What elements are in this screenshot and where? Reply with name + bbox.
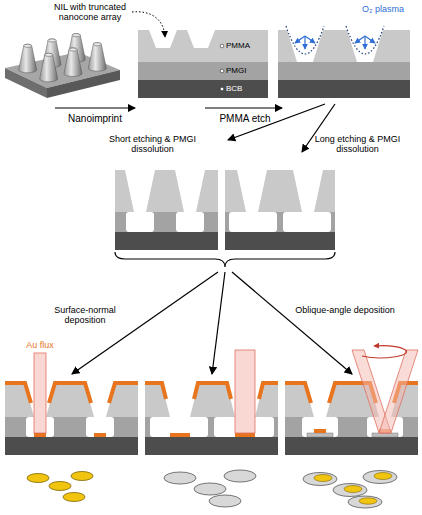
undercut-cavity [86,417,114,437]
layer-label: BCB [226,84,266,93]
nanocone [64,48,82,77]
au-flux-beam [379,350,418,433]
bcb-layer [225,232,335,250]
layer-label: PMGI [226,66,266,75]
undercut-cavity [229,212,277,232]
gold-deposit [372,433,398,437]
nil-stamp [5,34,120,98]
layer-marker [220,44,224,48]
plasma-arrow [365,36,375,43]
normal-deposition-long [145,350,278,455]
layer-marker [220,87,224,91]
bcb-layer [115,232,218,250]
gold-deposit [34,433,46,437]
pmgi-layer [138,62,268,80]
step-arrow [302,104,335,152]
plasma-arrow [364,36,365,49]
plasma-arrow [355,36,365,43]
gold-deposit [94,433,106,437]
pmgi-layer [115,212,218,232]
pmgi-layer [5,417,138,437]
undercut-cavity [283,212,331,232]
step-label: Nanoimprint [45,113,145,125]
undercut-cavity [302,417,338,437]
etched-stack [278,26,410,98]
pmma-layer [278,30,410,62]
undercut-cavity [176,212,204,232]
plasma-arrow [295,36,305,43]
gold-disks [27,472,93,502]
au-flux-beam [235,350,255,433]
step-arrow [212,272,225,374]
stamp-side [47,70,120,98]
pmgi-layer [285,417,418,437]
oblique-deposition [285,346,418,455]
normal-deposition-short [5,353,138,455]
step-label: PMMA etch [195,113,295,125]
undercut-cavity [126,212,154,232]
brace [115,252,335,267]
step-label: Short etching & PMGI dissolution [105,134,200,155]
layer-label: PMMA [226,41,266,50]
etch-front [286,26,324,54]
step-label: Surface-normal deposition [40,305,130,326]
undercut-cavity [150,417,208,437]
step-arrow [205,107,282,108]
pmma-layer [5,385,138,417]
step-label: Oblique-angle deposition [295,305,395,315]
au-flux-beam [34,353,46,433]
short-etch-stack [115,170,218,250]
bcb-layer [5,437,138,455]
plasma-arrow [305,36,315,43]
gold-deposit [314,429,326,433]
bcb-layer [285,437,418,455]
large-disks [164,470,256,507]
rotation-arrow [362,346,407,358]
flux-label: Au flux [16,340,64,350]
bcb-layer [145,437,278,455]
gold-deposit [235,433,255,437]
pmma-layer [225,170,335,212]
imprinted-stack [138,30,268,98]
nanocone [40,53,58,82]
stamp-label: NIL with truncated nanocone array [40,2,140,23]
gold-deposit [170,433,190,437]
step-arrow [55,107,135,108]
bcb-layer [138,80,268,98]
gold-film [5,383,138,403]
etch-front [346,26,384,54]
long-etch-stack [225,170,335,250]
pmma-layer [115,170,218,212]
stacked-disks [303,471,397,509]
pmgi-layer [225,212,335,232]
pmgi-layer [145,417,278,437]
pmgi-layer [278,62,410,80]
gold-film [145,383,278,399]
pmma-layer [138,30,268,62]
plasma-arrow [304,36,305,49]
gold-deposit [307,433,333,437]
layer-marker [220,69,224,73]
nanocone [19,44,37,73]
plasma-label: O₂ plasma [348,4,418,14]
bcb-layer [278,80,410,98]
step-label: Long etching & PMGI dissolution [310,134,405,155]
nanocone [88,43,106,72]
